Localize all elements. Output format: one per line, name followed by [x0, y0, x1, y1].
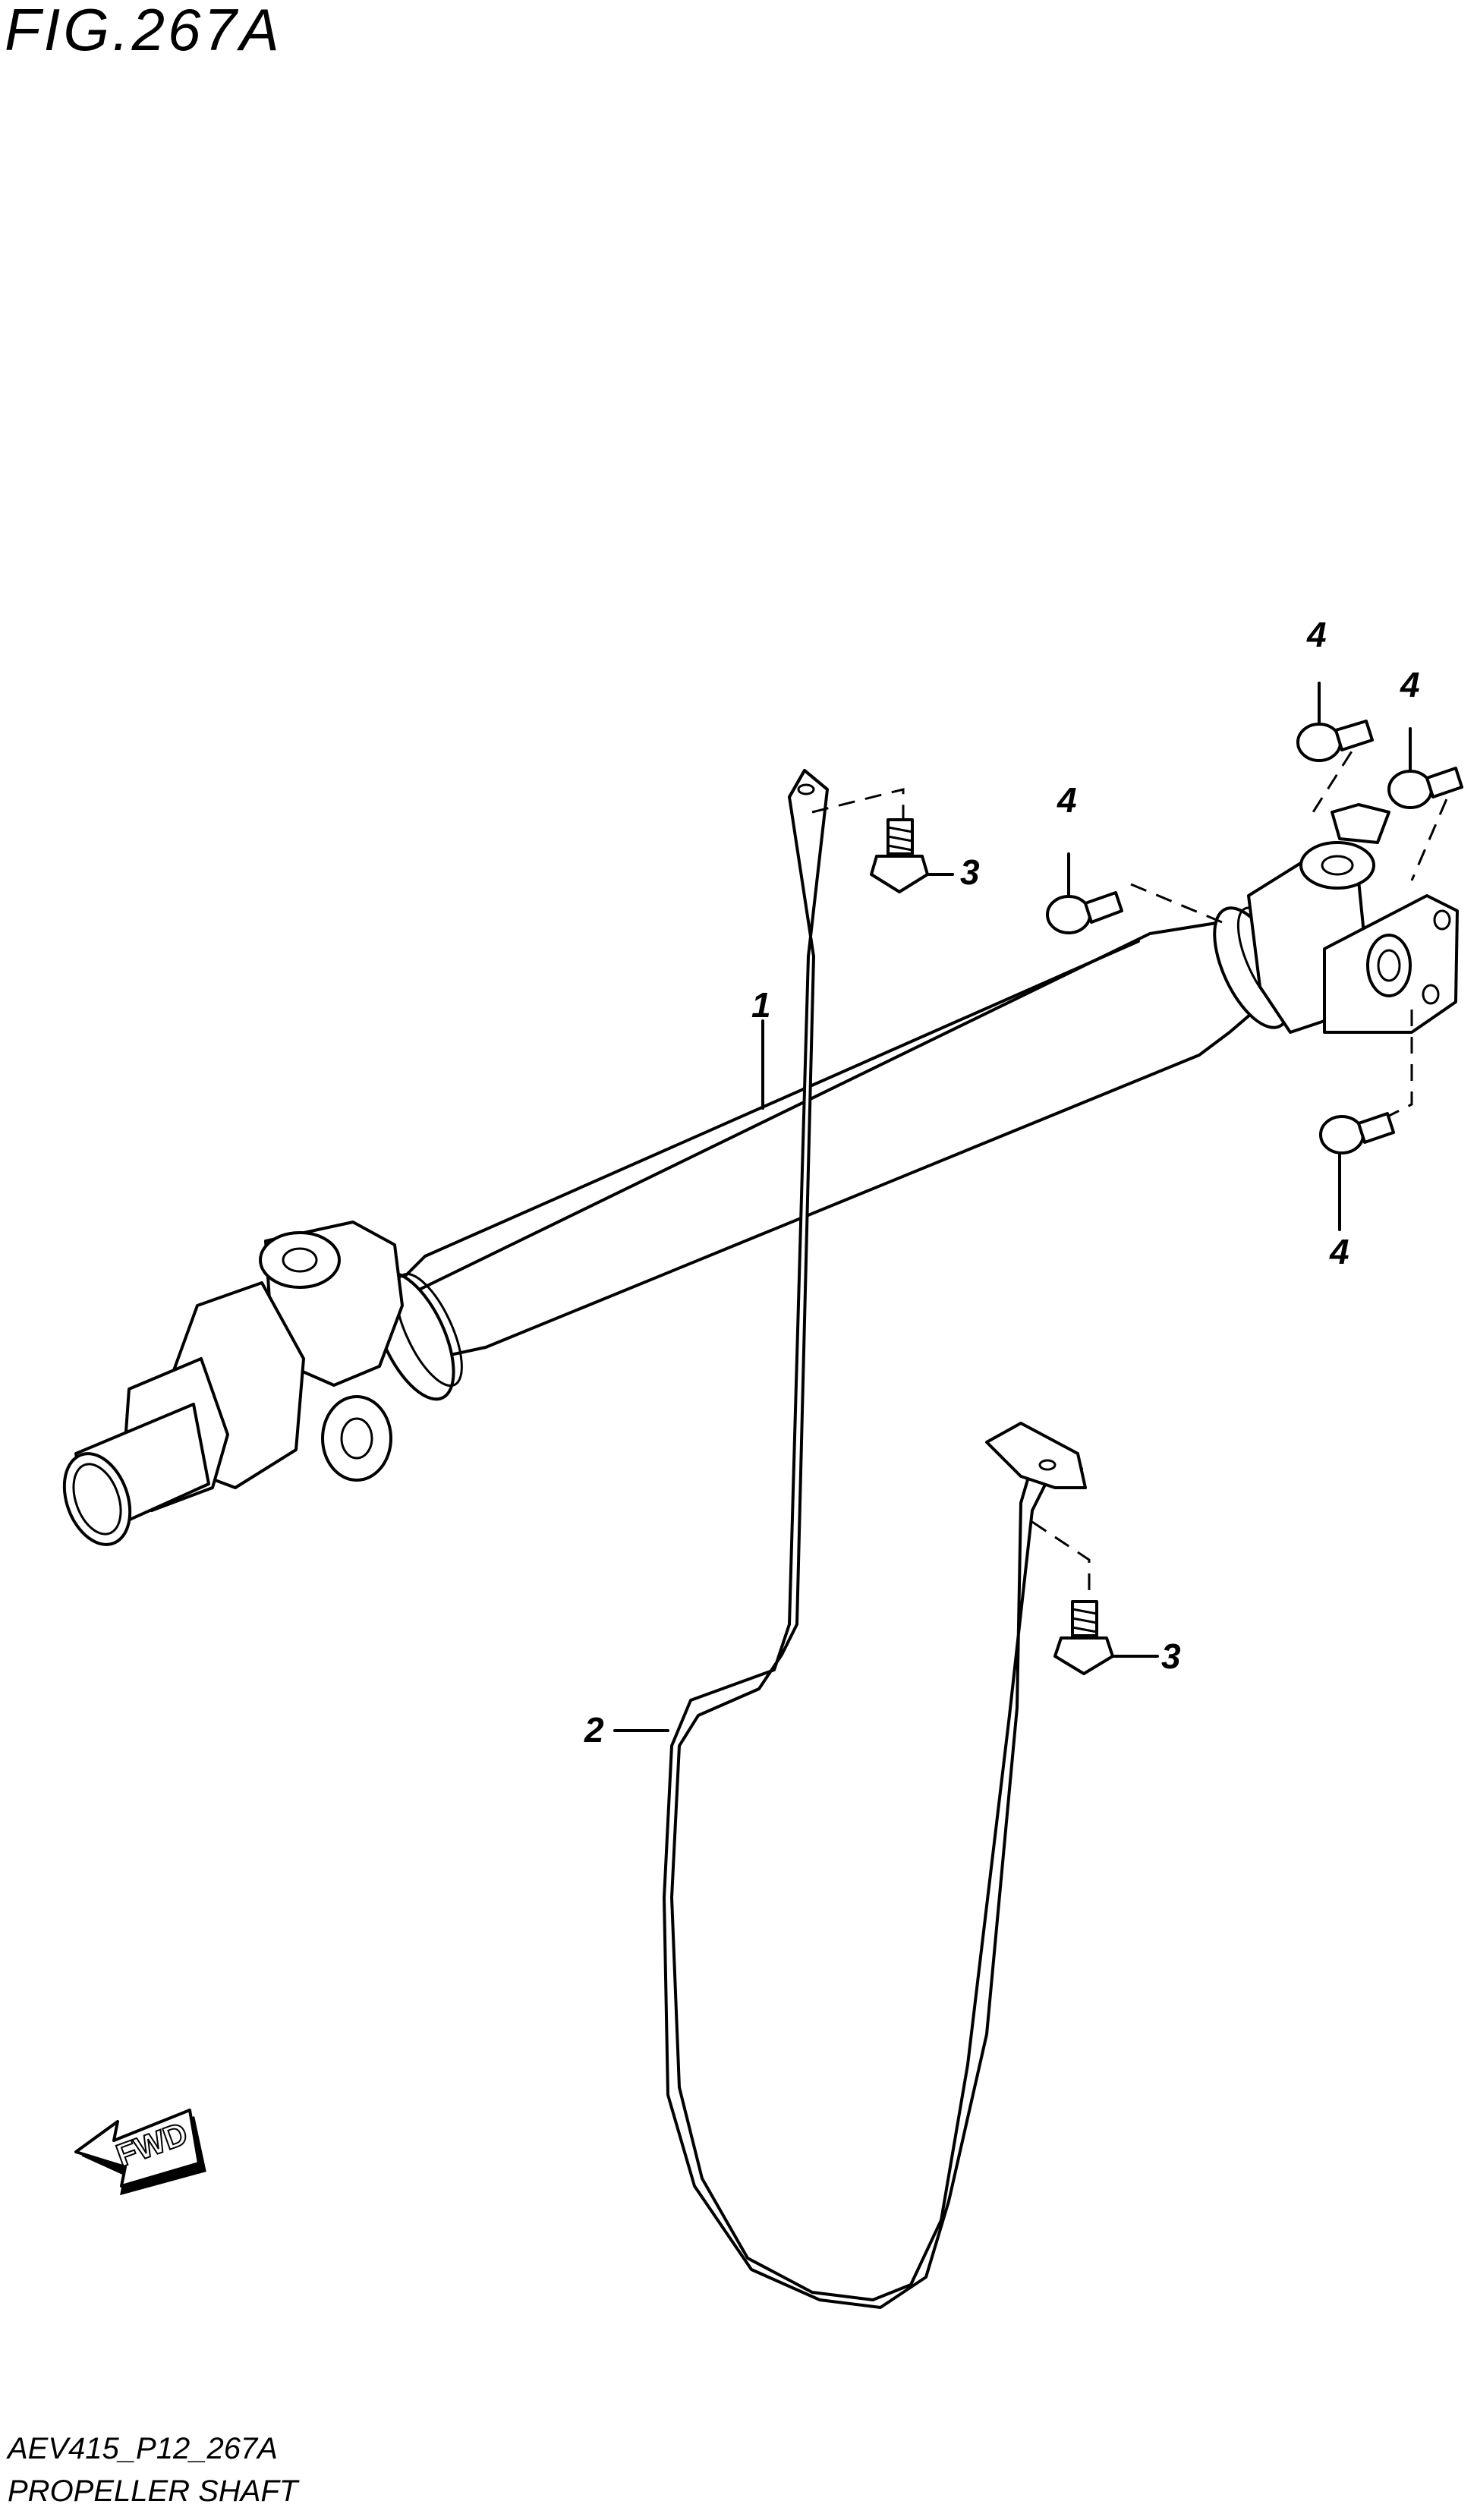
fwd-arrow-icon: FWD: [74, 2109, 206, 2196]
figure-name: PROPELLER SHAFT: [8, 2474, 298, 2508]
callout-4-top: 4: [1306, 615, 1327, 654]
front-universal-joint: [62, 1221, 404, 1546]
callout-3-lower: 3: [1161, 1636, 1181, 1676]
callout-4-bottom: 4: [1329, 1232, 1349, 1271]
callout-4-left: 4: [1057, 780, 1077, 820]
callout-2: 2: [584, 1710, 604, 1750]
bolt-3-lower[interactable]: [1031, 1520, 1159, 1675]
bolt-4-right[interactable]: [1387, 727, 1463, 881]
bolt-4-top[interactable]: [1296, 682, 1374, 813]
callout-3-upper: 3: [960, 852, 980, 892]
propeller-shaft[interactable]: [357, 897, 1312, 1411]
bolt-4-left[interactable]: [1046, 852, 1223, 934]
callout-4-right: 4: [1400, 665, 1420, 704]
figure-code: AEV415_P12_267A: [8, 2432, 278, 2465]
bolt-3-upper[interactable]: [811, 788, 954, 893]
propeller-shaft-bracket[interactable]: [663, 769, 1087, 2309]
figure-title: FIG.267A: [5, 0, 282, 63]
rear-universal-joint: [1247, 803, 1459, 1034]
bolt-4-bottom[interactable]: [1319, 1010, 1413, 1231]
callout-1: 1: [751, 985, 771, 1025]
